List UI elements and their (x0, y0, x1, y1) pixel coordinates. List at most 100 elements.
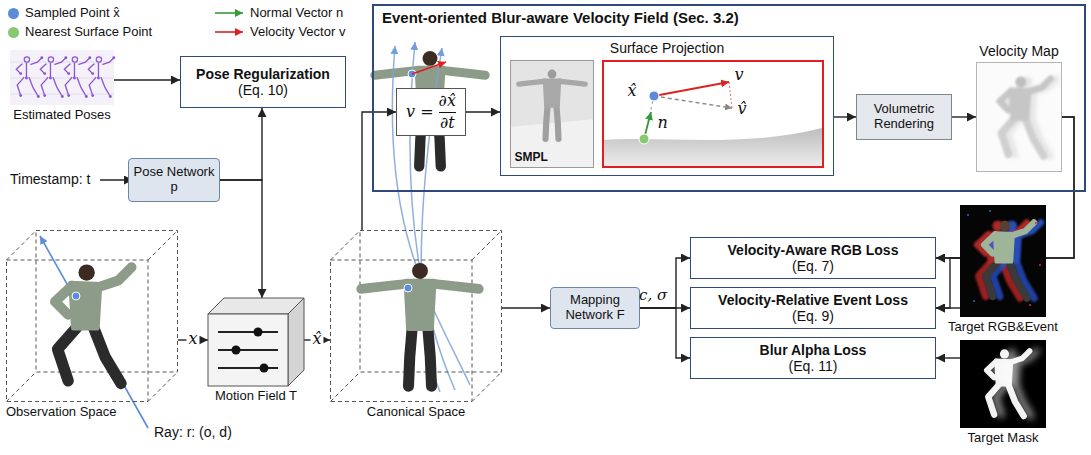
graphic-part (1001, 118, 1014, 154)
graphic-part (544, 79, 560, 106)
person-figure (994, 349, 1037, 416)
space-cube: Canonical Space (330, 230, 502, 402)
node-text: v = (406, 103, 434, 121)
annotation-label: c, σ (639, 287, 667, 304)
graphic-part (96, 57, 101, 62)
graphic-part (1035, 222, 1037, 224)
node-text: ∂t (440, 114, 455, 132)
annotation-label: Ray: r: (o, d) (154, 424, 232, 440)
legend-item: Sampled Point x̂ (8, 6, 120, 21)
graphic-part (7, 231, 37, 261)
legend-item: Normal Vector n (214, 6, 343, 21)
connector (936, 307, 960, 308)
graphic-part (97, 77, 100, 80)
dashed-cube (331, 231, 502, 402)
graphic-part (67, 94, 70, 97)
graphic-part (77, 78, 86, 97)
node-text: (Eq. 7) (728, 258, 899, 274)
connector (466, 111, 500, 112)
graphic-part (7, 372, 37, 402)
graphic-part (989, 210, 991, 212)
graphic-part (41, 78, 48, 96)
text-group: Mapping Network F (551, 293, 639, 323)
graphic-part (545, 105, 547, 139)
connector (952, 116, 976, 117)
graphic-part (10, 50, 114, 105)
node-text: Pose Network p (129, 165, 219, 195)
graphic-part (639, 134, 649, 144)
graphic-part (37, 95, 40, 98)
graphic-part (43, 94, 46, 97)
node-text: Surface Projection (501, 40, 833, 56)
connector (640, 308, 690, 358)
loss-box: Velocity-Aware RGB Loss(Eq. 7) (690, 237, 936, 279)
legend-text: Nearest Surface Point (25, 25, 152, 40)
graphic-part (331, 231, 361, 261)
graphic-part (331, 372, 361, 402)
graphic-part (112, 56, 115, 59)
text-group: Blur Alpha Loss(Eq. 11) (760, 342, 867, 374)
person-figure (987, 349, 1030, 416)
render-box: Volumetric Rendering (856, 94, 952, 140)
graphic-part (1012, 222, 1033, 235)
graphic-part (16, 64, 22, 74)
connector (114, 79, 180, 80)
edge-label: x (186, 330, 199, 348)
graphic-part (78, 264, 94, 280)
graphic-part (556, 105, 558, 139)
graphic-part (412, 62, 446, 74)
connector (502, 307, 550, 308)
graphic-part (98, 63, 99, 78)
person-figure (984, 221, 1034, 299)
graphic-part (109, 95, 112, 98)
graphic-part (64, 56, 67, 59)
graphic-part (215, 13, 243, 15)
graphic-part (58, 327, 78, 381)
node-text: Target Mask (968, 431, 1039, 446)
graphic-part (408, 326, 412, 386)
node-text: x̂ (628, 82, 637, 100)
node-text: (Eq. 10) (196, 82, 330, 98)
graphic-part (10, 78, 114, 79)
graphic-part (654, 82, 729, 96)
graphic-part (31, 58, 42, 65)
graphic-part (288, 298, 304, 386)
network-box: Mapping Network F (550, 287, 640, 329)
graphic-part (40, 64, 46, 74)
illustration (604, 62, 822, 166)
node-text: Event-oriented Blur-aware Velocity Field… (382, 9, 739, 26)
node-text: Observation Space (6, 405, 117, 420)
graphic-part (260, 364, 269, 373)
graphic-part (148, 231, 178, 261)
graphic-part (99, 267, 132, 287)
network-box: Pose Network p (128, 158, 220, 202)
node-text: Motion Field T (215, 389, 297, 404)
node-text: Velocity-Relative Event Loss (718, 292, 908, 308)
person-figure (55, 264, 132, 383)
graphic-part (232, 346, 241, 355)
graphic-part (986, 261, 999, 296)
graphic-part (73, 77, 76, 80)
fraction-bar (439, 112, 456, 113)
graphic-part (254, 328, 263, 337)
graphic-part (74, 63, 75, 78)
text-group: Velocity-Relative Event Loss(Eq. 9) (718, 292, 908, 324)
graphic-part (55, 286, 72, 315)
illustration (10, 50, 114, 105)
legend-text: Normal Vector n (250, 6, 343, 21)
graphic-part (428, 326, 432, 386)
graphic-part (49, 77, 52, 80)
graphic-part (19, 94, 22, 97)
graphic-part (79, 58, 90, 65)
graphic-part (19, 72, 22, 75)
graphic-part (7, 260, 149, 402)
graphic-part (433, 284, 479, 289)
connector (834, 116, 856, 117)
node-text: Mapping Network F (551, 293, 639, 323)
graphic-part (977, 63, 1061, 171)
graphic-part (208, 298, 304, 314)
node-text: (Eq. 11) (760, 358, 867, 374)
node-text: v (735, 66, 744, 84)
graphic-part (1011, 351, 1030, 362)
graphic-part (29, 78, 38, 97)
